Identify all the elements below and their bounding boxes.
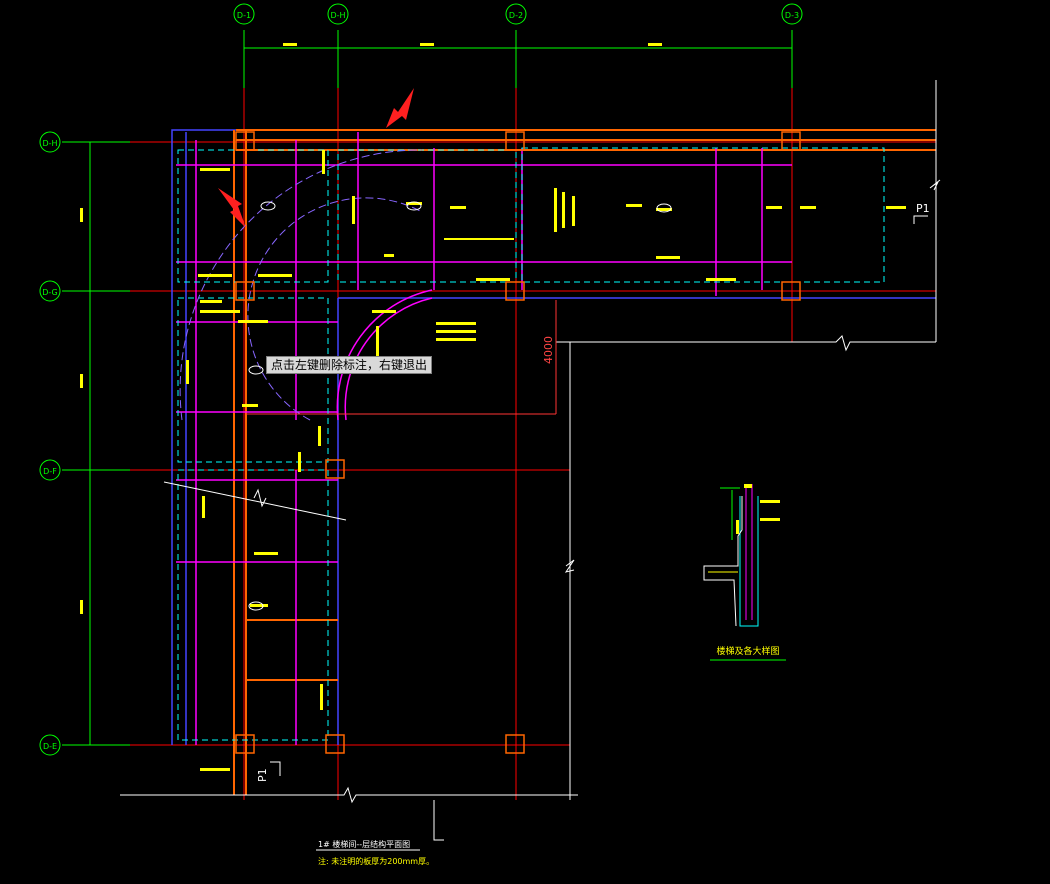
status-tooltip: 点击左键删除标注，右键退出 xyxy=(266,356,433,374)
axis-label: D-3 xyxy=(785,11,799,20)
axis-bubble-left-1: D-H xyxy=(39,131,61,153)
horizontal-axis-lines xyxy=(62,141,936,746)
axis-bubble-top-4: D-3 xyxy=(781,3,803,25)
section-mark-right: P1 xyxy=(913,202,930,224)
stair-arc xyxy=(179,149,423,421)
orange-beams xyxy=(233,129,936,795)
axis-bubble-left-4: D-E xyxy=(39,734,61,756)
axis-label: D-H xyxy=(330,11,345,20)
axis-label: D-E xyxy=(43,742,57,751)
axis-bubble-top-1: D-1 xyxy=(233,3,255,25)
red-arrow-left xyxy=(218,188,246,228)
axis-bubble-top-2: D-H xyxy=(327,3,349,25)
red-arrow-top xyxy=(386,88,414,128)
axis-label: D-G xyxy=(42,288,58,297)
stair-detail-drawing: 楼梯及各大样图 xyxy=(703,484,786,661)
plan-note: 注: 未注明的板厚为200mm厚。 xyxy=(318,856,434,866)
axis-label: D-1 xyxy=(237,11,251,20)
cyan-dashed-panels xyxy=(177,147,885,741)
left-dimension-line xyxy=(80,141,94,746)
top-dimension-line xyxy=(243,43,793,52)
columns xyxy=(235,131,801,754)
axis-label: D-2 xyxy=(509,11,523,20)
axis-bubble-left-2: D-G xyxy=(39,280,61,302)
plan-title-block: 1# 楼梯间--层结构平面图 注: 未注明的板厚为200mm厚。 xyxy=(316,839,434,866)
detail-title: 楼梯及各大样图 xyxy=(716,645,779,657)
axis-bubble-left-3: D-F xyxy=(39,459,61,481)
annotation-circles xyxy=(248,201,672,611)
vertical-axis-lines xyxy=(243,30,793,800)
axis-label: D-F xyxy=(43,467,57,476)
section-label-bottom: P1 xyxy=(256,768,269,782)
section-mark-bottom: P1 xyxy=(256,761,281,782)
axis-bubble-top-3: D-2 xyxy=(505,3,527,25)
axis-label: D-H xyxy=(42,139,57,148)
vertical-dimension: 4000 xyxy=(246,300,557,415)
magenta-beams xyxy=(176,132,792,745)
boundary-lines xyxy=(120,80,941,841)
section-label-right: P1 xyxy=(916,202,930,215)
plan-title: 1# 楼梯间--层结构平面图 xyxy=(318,839,410,849)
dimension-4000-label: 4000 xyxy=(542,336,555,364)
annotation-marks xyxy=(186,150,906,771)
